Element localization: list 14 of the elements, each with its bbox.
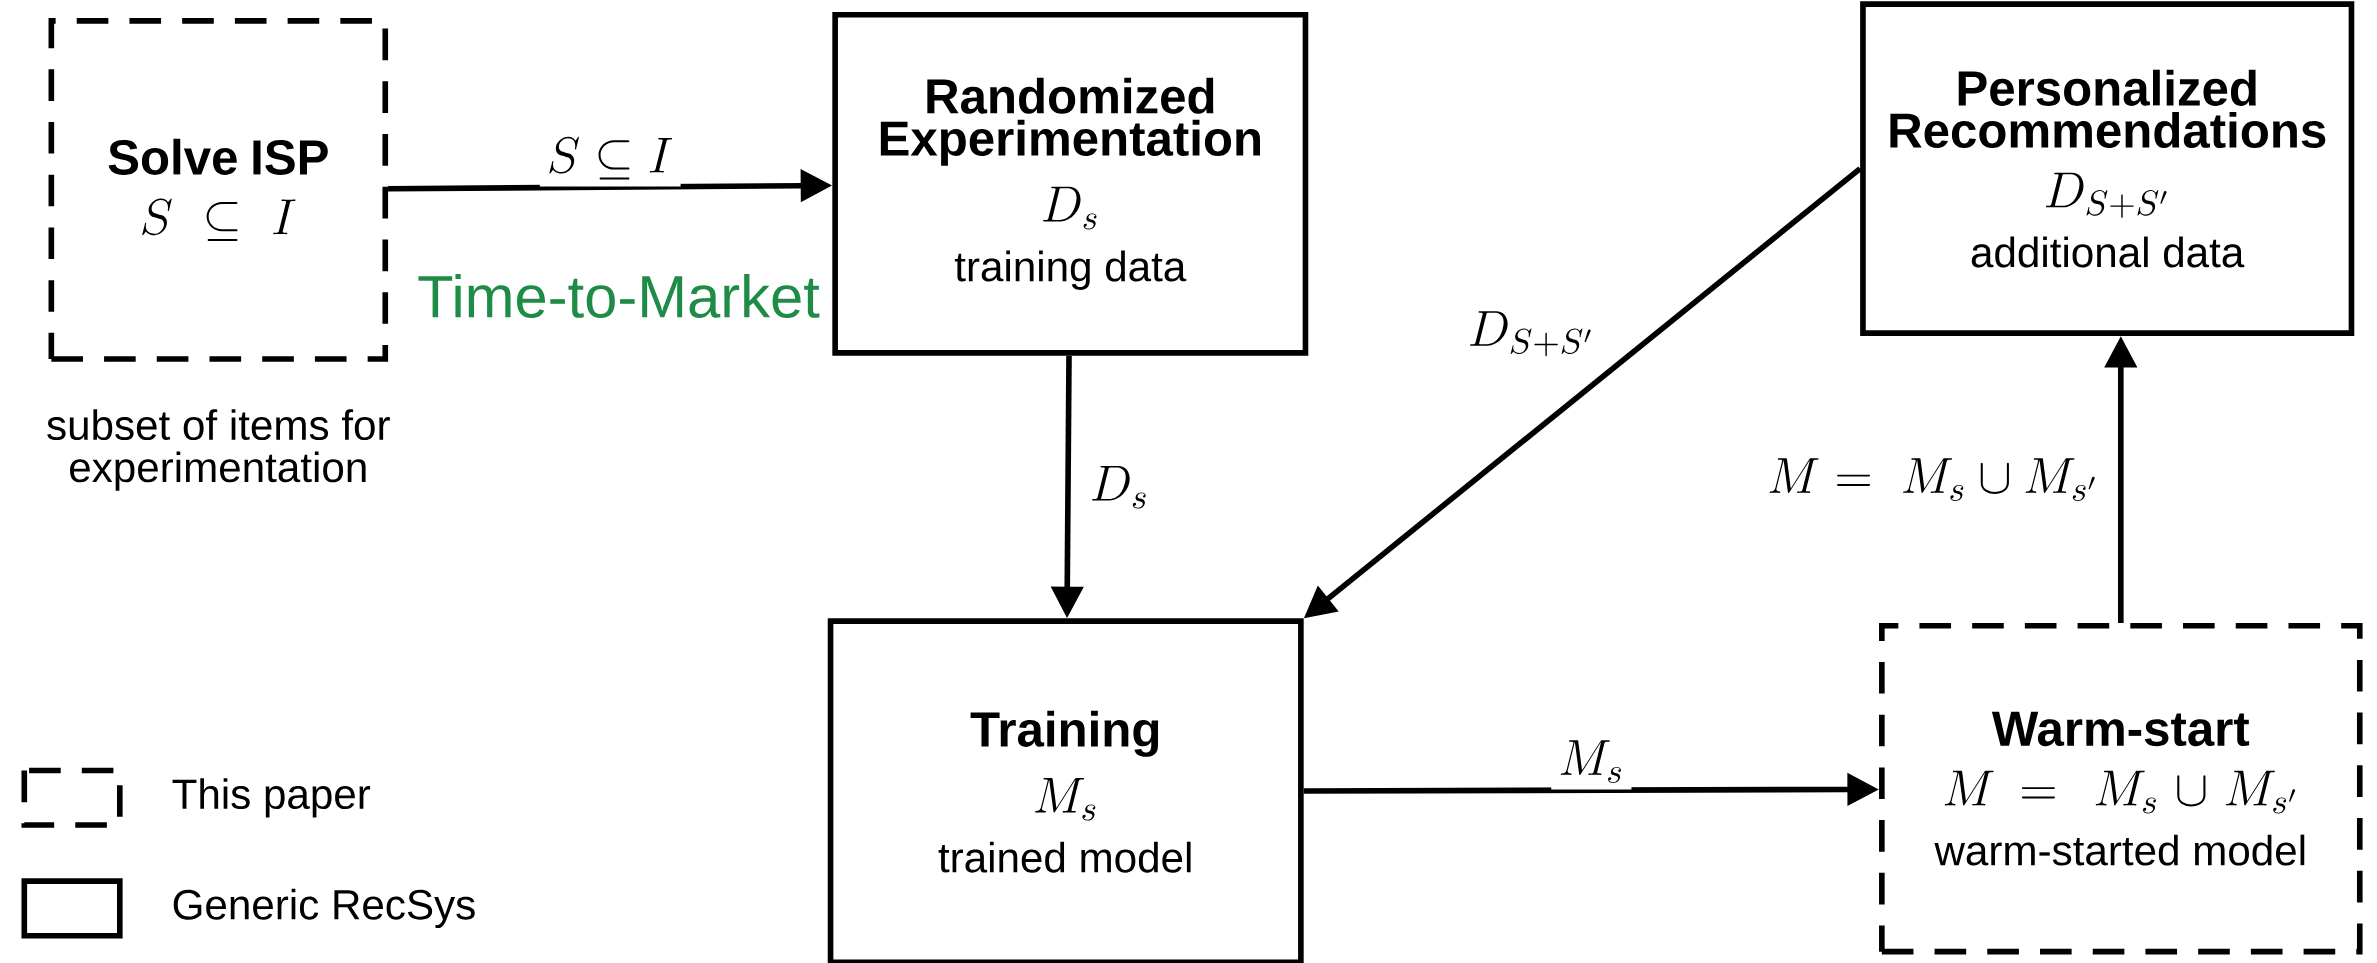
dashed-process-box: Warm-start $M =\ M_s \cup M_{s'}$ warm-started model bbox=[1879, 622, 2363, 955]
edge-label: $D_{S+S'}$ bbox=[1460, 304, 1602, 364]
process-box: Training $M_s$ trained model bbox=[827, 618, 1304, 963]
edge-label: $M =\ M_s \cup M_{s'}$ bbox=[1760, 451, 2107, 508]
edge-label: $D_s$ bbox=[1082, 458, 1157, 516]
edge-label: $M_s$ bbox=[1551, 733, 1632, 790]
annotation-text: Time-to-Market bbox=[418, 274, 820, 318]
process-box: Personalized Recommendations $D_{S+S'}$ additional data bbox=[1860, 1, 2355, 336]
process-box: Randomized Experimentation $D_s$ training data bbox=[832, 11, 1309, 356]
dashed-process-box: Solve ISP $S \subseteq I$ bbox=[48, 18, 389, 362]
legend-item: This paper bbox=[21, 767, 371, 828]
edge-label: $S \subseteq I$ bbox=[539, 130, 681, 187]
legend-item: Generic RecSys bbox=[21, 878, 475, 939]
caption-text: subset of items for experimentation bbox=[47, 409, 390, 491]
